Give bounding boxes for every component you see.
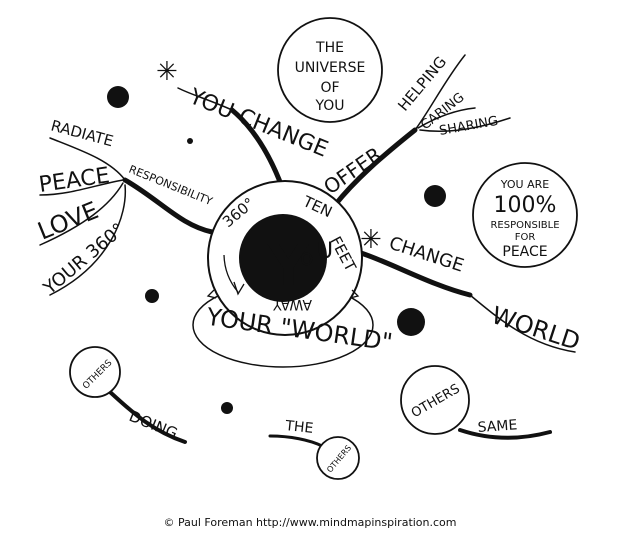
decorative-dots (107, 86, 446, 414)
others-same-bubble: OTHERS SAME (400, 365, 518, 436)
dot (424, 185, 446, 207)
branch-same-line (458, 428, 552, 440)
the-others-bubble: THE OTHERS (284, 418, 360, 480)
credit-footer: © Paul Foreman http://www.mindmapinspira… (163, 516, 457, 529)
label-peace: PEACE (37, 163, 111, 198)
responsible-circle (472, 162, 578, 268)
universe-circle (277, 17, 383, 123)
branch-responsibility-line (122, 177, 215, 235)
responsible-line-1: YOU ARE (500, 178, 549, 191)
responsible-line-4: FOR (515, 232, 536, 243)
branch-you-change-line (229, 107, 285, 190)
world-arrowhead-right (349, 289, 360, 299)
you-letter-o: o (300, 246, 313, 271)
branch-offer-line (332, 127, 418, 208)
you-disc (239, 214, 327, 302)
dot (187, 138, 193, 144)
branch-helping-line (414, 54, 466, 131)
others-right-circle (400, 365, 470, 435)
dot (145, 289, 159, 303)
branch-love-line (39, 182, 124, 246)
label-offer: OFFER (319, 142, 386, 199)
doing-label: DOING (127, 407, 181, 443)
label-you-change: YOU CHANGE (185, 84, 332, 163)
others-left-circle (69, 346, 121, 398)
branch-sharing-line (419, 117, 511, 132)
universe-line-4: YOU (314, 98, 344, 114)
branch-world-line (469, 294, 576, 353)
branch-you-change-tail (177, 87, 233, 111)
universe-line-1: THE (315, 40, 344, 56)
the-label: THE (284, 418, 314, 437)
world-arrowhead-left (206, 289, 217, 299)
center-node: Y o U 360° TEN FEET AWAY YOUR "WORLD" (192, 180, 394, 368)
asterisk-change: ✳ (360, 225, 382, 255)
you-letter-y: Y (267, 234, 310, 299)
responsible-line-2: 100% (494, 193, 557, 218)
asterisk-you-change: ✳ (156, 57, 178, 87)
branch-change-line (355, 249, 473, 298)
branch-lines (39, 54, 576, 448)
branch-doing-line (108, 390, 187, 444)
universe-line-2: UNIVERSE (295, 60, 366, 76)
universe-bubble: THE UNIVERSE OF YOU (277, 17, 383, 123)
others-doing-bubble: OTHERS DOING (69, 346, 181, 443)
same-label: SAME (477, 417, 518, 436)
dot (397, 308, 425, 336)
responsible-line-3: RESPONSIBLE (490, 220, 559, 231)
ring-away-label: AWAY (273, 296, 312, 312)
label-responsibility: RESPONSIBILITY (127, 163, 215, 208)
dot (221, 402, 233, 414)
responsible-line-5: PEACE (502, 244, 547, 260)
branch-radiate-line (49, 137, 126, 181)
ring-arrowhead-left (233, 281, 245, 296)
branch-caring-line (417, 107, 476, 129)
branch-your360-line (49, 184, 127, 296)
label-radiate: RADIATE (49, 116, 115, 150)
branch-peace-line (39, 179, 124, 196)
label-world: WORLD (488, 301, 583, 356)
branch-the-line (268, 434, 324, 448)
universe-line-3: OF (320, 80, 339, 96)
dot (107, 86, 129, 108)
others-bottom-circle (316, 436, 360, 480)
responsible-bubble: YOU ARE 100% RESPONSIBLE FOR PEACE (472, 162, 578, 268)
you-letter-u: U (317, 239, 333, 264)
